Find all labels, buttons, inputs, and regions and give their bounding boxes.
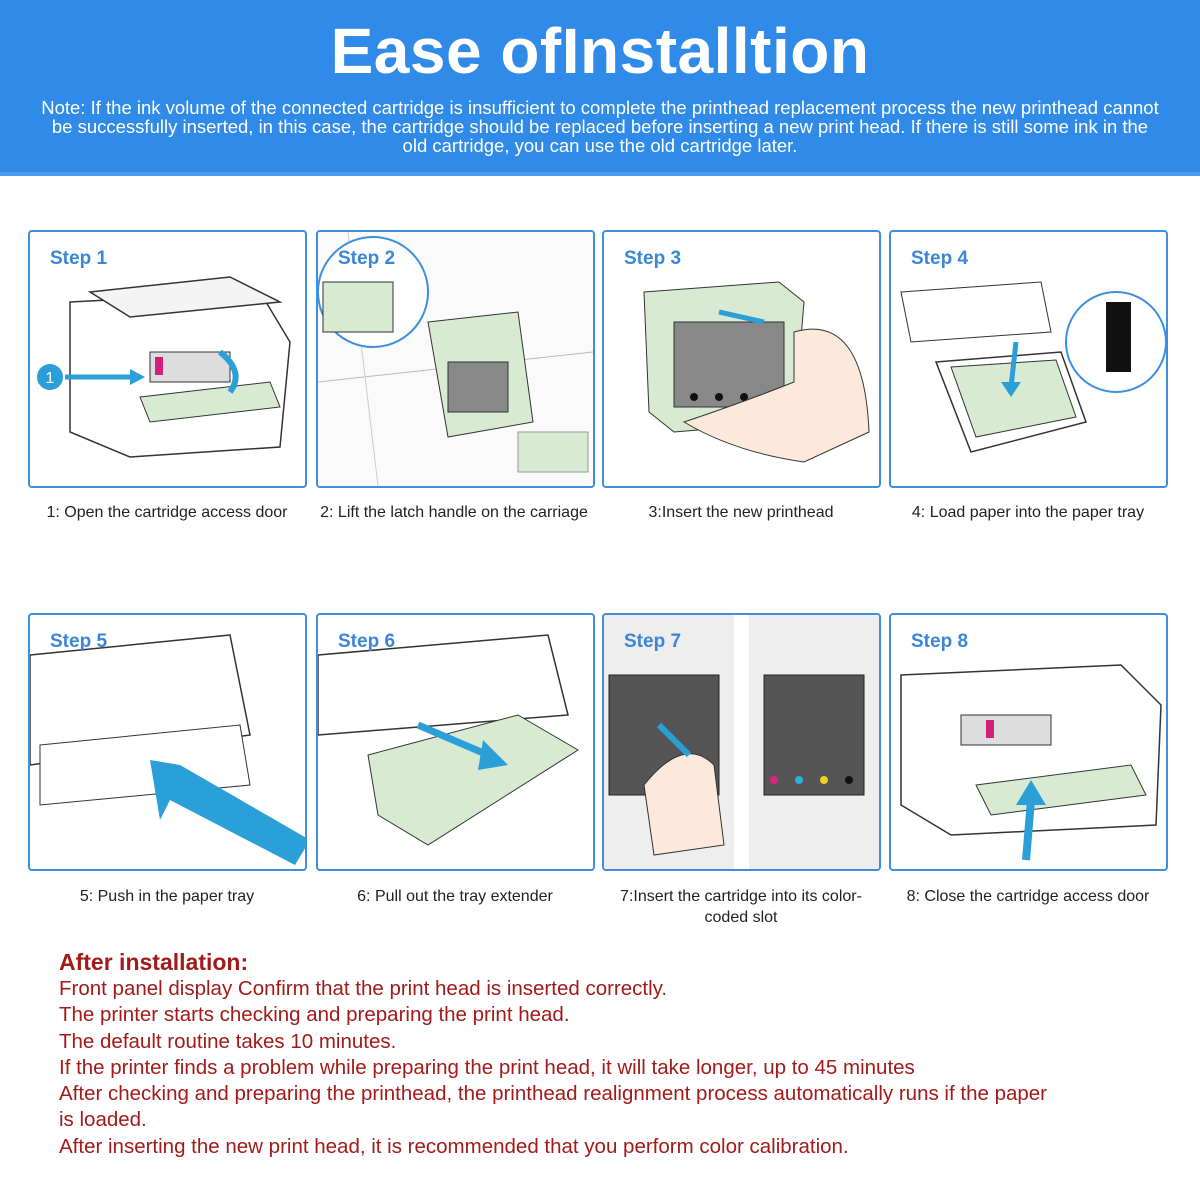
step-7-label: Step 7 — [624, 631, 682, 652]
step-3-panel: Step 3 — [602, 230, 881, 488]
close-door-illustration — [900, 664, 1162, 861]
page-title: Ease ofInstalltion — [330, 15, 870, 87]
step-1-caption: 1: Open the cartridge access door — [46, 504, 288, 521]
step-4-panel: Step 4 — [889, 230, 1168, 488]
tray-extender-illustration — [318, 634, 579, 846]
after-line: The default routine takes 10 minutes. — [59, 1029, 397, 1053]
step-5-label: Step 5 — [50, 631, 108, 652]
step-4-label: Step 4 — [911, 248, 969, 269]
header-banner: Ease ofInstalltion Note: If the ink volu… — [0, 0, 1200, 176]
step-2-panel: Step 2 — [316, 230, 595, 488]
after-line: Front panel display Confirm that the pri… — [59, 977, 668, 1000]
step-2-label: Step 2 — [338, 248, 396, 269]
after-line: After inserting the new print head, it i… — [59, 1134, 849, 1158]
after-installation-heading: After installation: — [59, 949, 249, 975]
step-7-caption: 7:Insert the cartridge into its color-co… — [620, 888, 862, 926]
step-5-panel: Step 5 — [28, 613, 307, 871]
step-6-panel: Step 6 — [316, 613, 595, 871]
push-tray-illustration — [30, 634, 305, 865]
step-8-caption: 8: Close the cartridge access door — [906, 888, 1150, 905]
installation-note: Note: If the ink volume of the connected… — [41, 97, 1159, 156]
latch-handle-illustration — [318, 232, 593, 486]
step-6-label: Step 6 — [338, 631, 396, 652]
step-1-panel: 1 Step 1 — [28, 230, 307, 488]
after-installation-section: After installation: Front panel display … — [59, 948, 1049, 1160]
step-4-caption: 4: Load paper into the paper tray — [911, 504, 1145, 521]
after-line: The printer starts checking and preparin… — [59, 1003, 570, 1027]
after-line: After checking and preparing the printhe… — [59, 1082, 1048, 1132]
step-5-caption: 5: Push in the paper tray — [79, 888, 255, 905]
after-line: If the printer finds a problem while pre… — [59, 1055, 915, 1079]
step-1-label: Step 1 — [50, 248, 108, 269]
step-2-caption: 2: Lift the latch handle on the carriage — [320, 504, 588, 521]
step-7-panel: Step 7 — [602, 613, 881, 871]
insert-cartridge-illustration — [604, 615, 879, 869]
load-paper-illustration — [900, 281, 1166, 453]
step-8-panel: Step 8 — [889, 613, 1168, 871]
step-1-marker: 1 — [46, 370, 55, 387]
insert-printhead-illustration — [643, 281, 870, 463]
printer-open-door-illustration: 1 — [37, 276, 291, 458]
step-6-caption: 6: Pull out the tray extender — [357, 888, 553, 905]
step-3-label: Step 3 — [624, 248, 682, 269]
step-8-label: Step 8 — [911, 631, 969, 652]
step-3-caption: 3:Insert the new printhead — [648, 504, 834, 521]
